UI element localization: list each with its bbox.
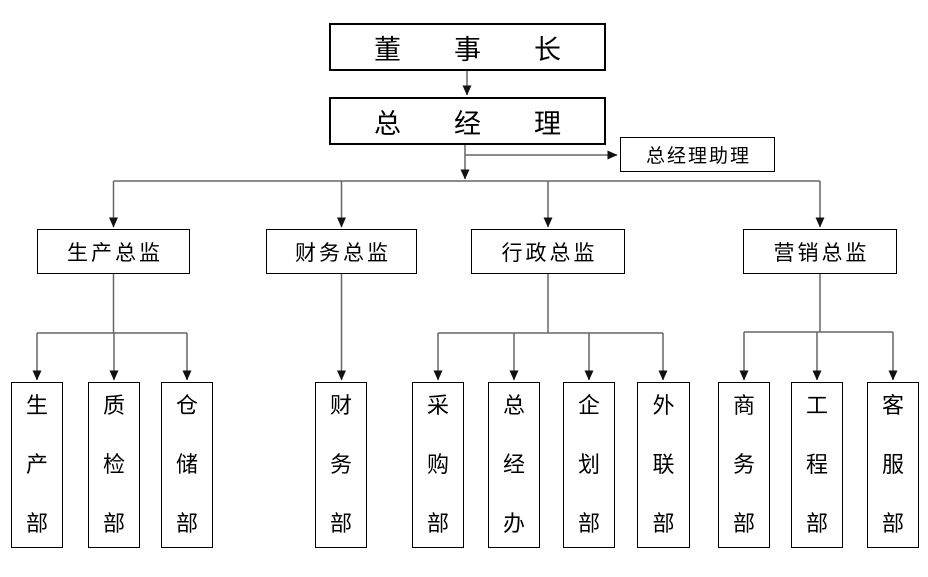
director-label-finance: 财务总监 — [295, 241, 391, 265]
dept-label-gm-office: 总经办 — [502, 393, 525, 536]
dept-label-engineering: 工程部 — [805, 393, 828, 536]
dept-box-customer-service: 客服部 — [867, 382, 919, 548]
dept-label-warehouse: 仓储部 — [175, 393, 198, 536]
gm-assistant-label: 总经理助理 — [645, 146, 751, 167]
chairman-box: 董 事 长 — [329, 23, 606, 71]
dept-box-commerce: 商务部 — [718, 382, 770, 548]
dept-label-planning: 企划部 — [577, 393, 600, 536]
dept-label-production: 生产部 — [25, 393, 48, 536]
director-label-production: 生产总监 — [67, 241, 163, 265]
director-box-marketing: 营销总监 — [743, 229, 897, 274]
dept-label-customer-service: 客服部 — [881, 393, 904, 536]
general-manager-label: 总 经 理 — [374, 108, 574, 139]
dept-box-production: 生产部 — [11, 382, 63, 548]
director-box-finance: 财务总监 — [266, 229, 417, 274]
director-label-marketing: 营销总监 — [773, 241, 870, 265]
dept-label-commerce: 商务部 — [732, 393, 755, 536]
dept-label-quality-control: 质检部 — [102, 393, 125, 536]
dept-box-warehouse: 仓储部 — [161, 382, 213, 548]
chairman-label: 董 事 长 — [374, 34, 574, 65]
dept-box-finance: 财务部 — [315, 382, 367, 548]
dept-box-external-relations: 外联部 — [637, 382, 690, 548]
dept-box-gm-office: 总经办 — [488, 382, 540, 548]
director-box-admin: 行政总监 — [471, 229, 625, 274]
dept-box-quality-control: 质检部 — [88, 382, 140, 548]
gm-assistant-box: 总经理助理 — [620, 137, 775, 172]
director-label-admin: 行政总监 — [501, 241, 598, 265]
general-manager-box: 总 经 理 — [329, 97, 606, 145]
dept-box-purchasing: 采购部 — [412, 382, 464, 548]
dept-box-engineering: 工程部 — [791, 382, 843, 548]
dept-label-purchasing: 采购部 — [426, 393, 449, 536]
dept-label-external-relations: 外联部 — [652, 393, 675, 536]
dept-box-planning: 企划部 — [563, 382, 615, 548]
dept-label-finance: 财务部 — [329, 393, 352, 536]
director-box-production: 生产总监 — [37, 229, 190, 274]
